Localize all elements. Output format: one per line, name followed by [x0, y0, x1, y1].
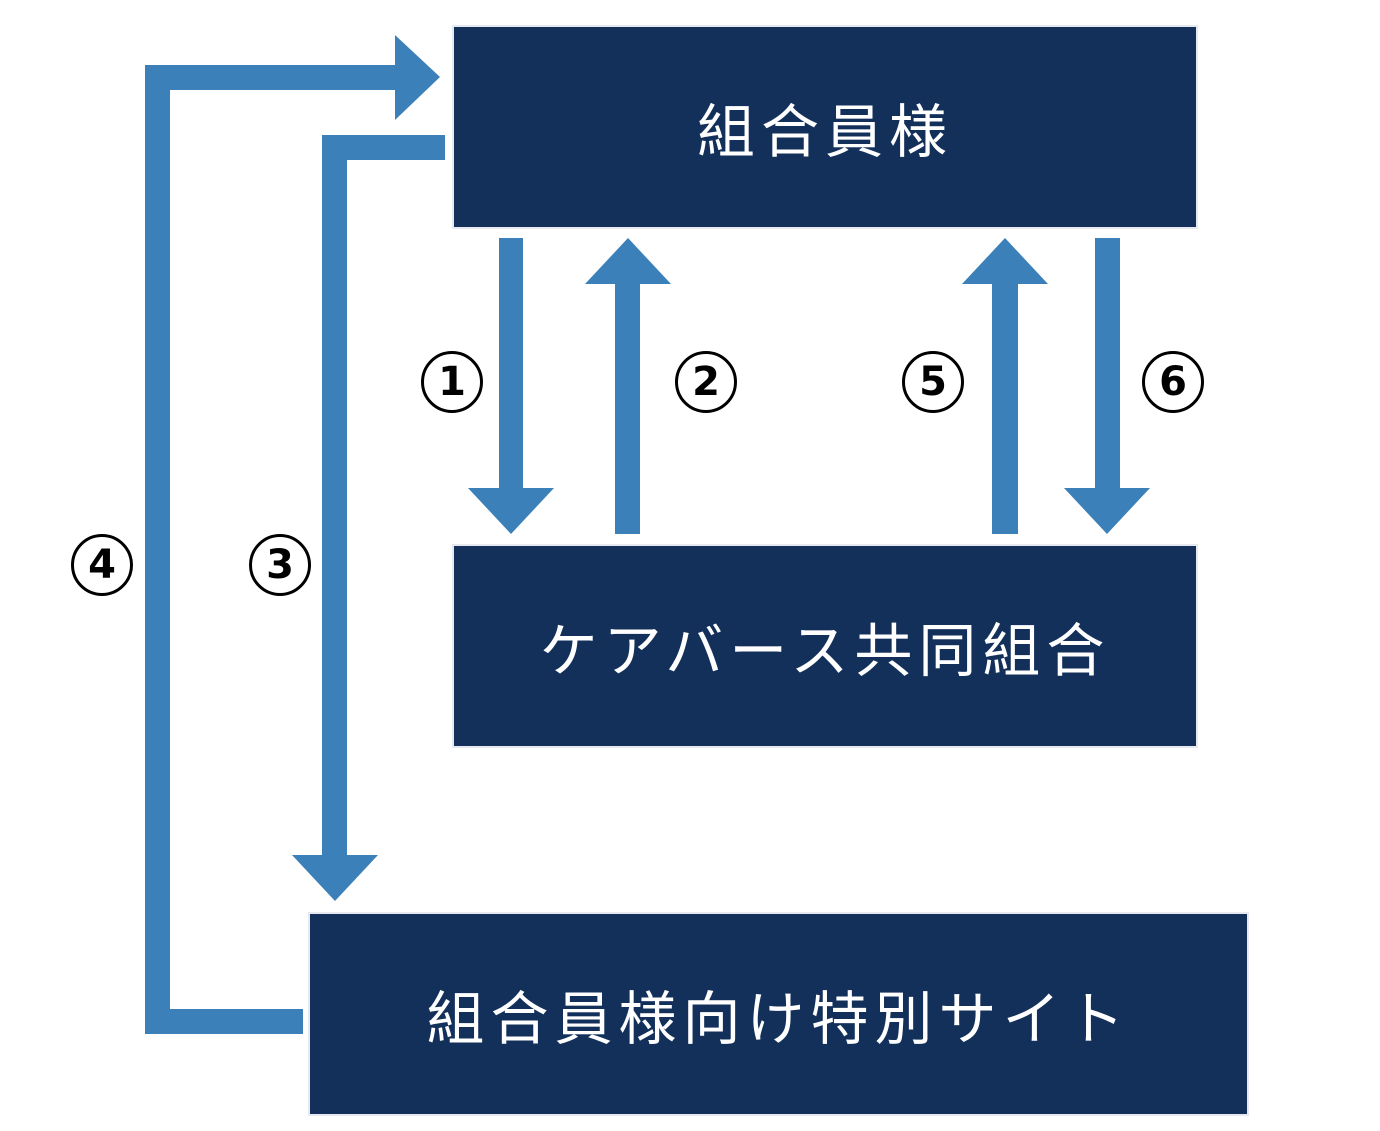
cooperative-label: ケアバース共同組合 [539, 617, 1111, 685]
step-2-marker: 2 [675, 351, 737, 413]
step-4-marker: 4 [71, 534, 133, 596]
step-1-marker: 1 [421, 351, 483, 413]
step-5-marker: 5 [902, 351, 964, 413]
arrow-5-up [962, 238, 1048, 534]
arrow-2-up [585, 238, 671, 534]
arrow-4 [145, 35, 440, 1034]
members-box: 組合員様 [452, 25, 1198, 229]
arrow-6-down [1064, 238, 1150, 534]
arrow-1-down [468, 238, 554, 534]
special-site-label: 組合員様向け特別サイト [426, 985, 1131, 1053]
special-site-box: 組合員様向け特別サイト [308, 912, 1249, 1116]
cooperative-box: ケアバース共同組合 [452, 544, 1198, 748]
members-label: 組合員様 [696, 98, 953, 166]
step-3-marker: 3 [249, 534, 311, 596]
step-6-marker: 6 [1142, 351, 1204, 413]
arrow-3 [292, 135, 445, 901]
